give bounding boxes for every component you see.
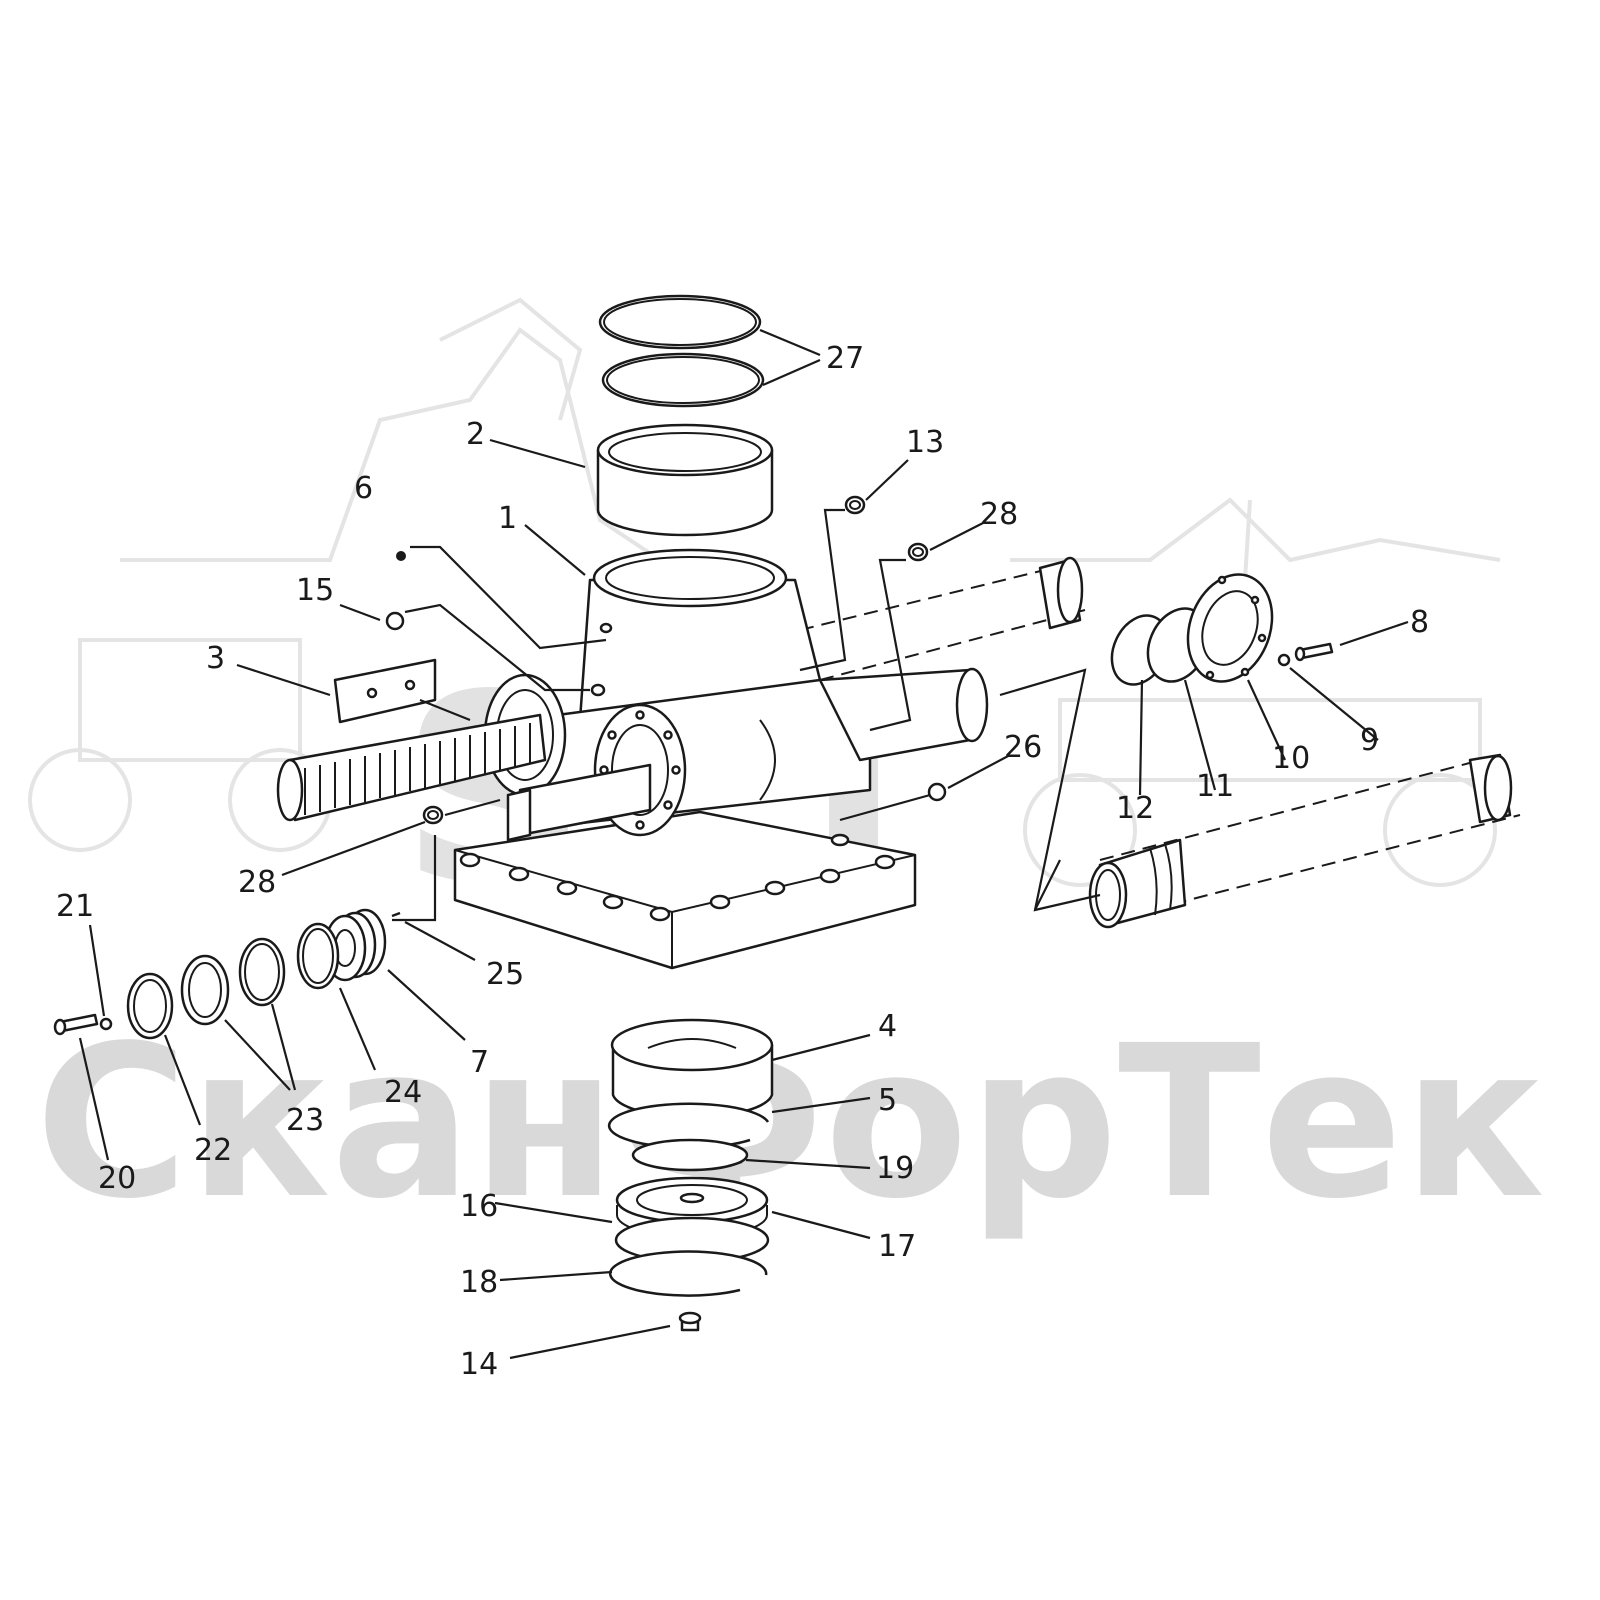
plug-28-top (907, 542, 929, 562)
callout-18: 18 (460, 1265, 498, 1300)
callout-24: 24 (384, 1075, 422, 1110)
callout-1: 1 (498, 501, 517, 536)
callout-12: 12 (1116, 791, 1154, 826)
seal-23b (180, 954, 230, 1026)
callout-13: 13 (906, 425, 944, 460)
washer-9 (1277, 653, 1291, 667)
snap-ring-18 (608, 1250, 768, 1297)
plate-3 (333, 658, 437, 724)
callout-22: 22 (194, 1133, 232, 1168)
sleeve-2 (596, 423, 774, 537)
callout-21: 21 (56, 889, 94, 924)
housing-1 (453, 548, 989, 970)
callout-26: 26 (1004, 730, 1042, 765)
washer-21 (99, 1017, 113, 1031)
watermark-machine-right (1010, 497, 1501, 887)
seal-24 (296, 922, 340, 990)
leader-lines (78, 328, 1409, 1360)
callout-4: 4 (878, 1009, 897, 1044)
callout-5: 5 (878, 1083, 897, 1118)
callout-28-bottom: 28 (238, 865, 276, 900)
callout-9: 9 (1360, 723, 1379, 758)
watermark-machine-left (28, 297, 662, 852)
callout-3: 3 (206, 641, 225, 676)
plug-15 (385, 611, 405, 631)
bolt-8 (1294, 642, 1334, 662)
ball-6 (396, 551, 406, 561)
plug-14 (678, 1311, 702, 1332)
callout-23: 23 (286, 1103, 324, 1138)
plug-28-bottom (422, 805, 444, 825)
base-plate-holes (459, 833, 896, 922)
pin-25 (391, 911, 401, 918)
watermark-text: СканФорТек (35, 1000, 1545, 1245)
tube-lower-right (1468, 753, 1513, 824)
callout-10: 10 (1272, 741, 1310, 776)
piston-7 (323, 908, 387, 982)
rack-teeth (304, 723, 531, 815)
callout-28-top: 28 (980, 497, 1018, 532)
rack-3 (276, 713, 547, 822)
callout-27: 27 (826, 341, 864, 376)
callout-17: 17 (878, 1229, 916, 1264)
callout-19: 19 (876, 1151, 914, 1186)
piston-4 (610, 1018, 774, 1119)
tube-upper (1038, 556, 1084, 630)
callout-11: 11 (1196, 769, 1234, 804)
callout-25: 25 (486, 957, 524, 992)
o-rings-27 (598, 294, 765, 408)
bolt-20 (53, 1013, 99, 1036)
seal-22 (126, 972, 174, 1040)
callout-8: 8 (1410, 605, 1429, 640)
callout-16: 16 (460, 1189, 498, 1224)
seal-23a (238, 937, 286, 1007)
callout-6: 6 (354, 471, 373, 506)
callout-labels: 27 2 1 6 15 3 13 28 26 28 8 9 10 11 12 2… (56, 341, 1429, 1382)
callout-14: 14 (460, 1347, 498, 1382)
end-cap-10 (1186, 573, 1274, 683)
plug-13 (844, 495, 866, 515)
callout-2: 2 (466, 417, 485, 452)
plug-26 (927, 782, 947, 802)
assembly-axes (799, 564, 1521, 916)
callout-15: 15 (296, 573, 334, 608)
callout-20: 20 (98, 1161, 136, 1196)
sleeve-lower (1088, 838, 1187, 929)
callout-7: 7 (470, 1045, 489, 1080)
ring-19 (631, 1138, 749, 1172)
